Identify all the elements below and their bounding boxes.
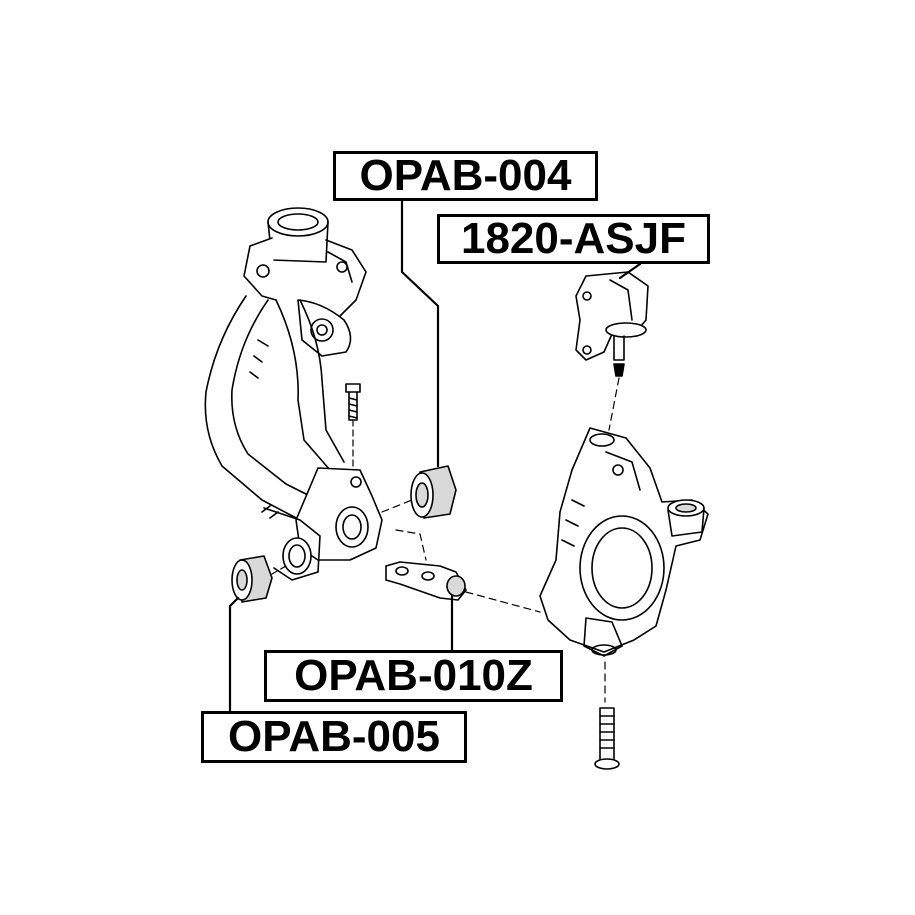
bolt-left xyxy=(345,383,361,471)
bushing-opab-004 xyxy=(381,465,457,519)
callout-opab-004: OPAB-004 xyxy=(333,151,598,201)
right-steering-knuckle xyxy=(539,427,709,657)
bushing-opab-005 xyxy=(231,555,287,603)
ball-joint-1820-asjf xyxy=(575,271,649,431)
leader-opab-004 xyxy=(400,199,440,468)
callout-opab-010z: OPAB-010Z xyxy=(264,650,563,702)
left-steering-knuckle xyxy=(204,207,383,581)
leader-opab-005 xyxy=(228,596,240,713)
bracket-opab-010z xyxy=(385,529,541,613)
callout-opab-005: OPAB-005 xyxy=(201,711,467,763)
callout-1820-asjf: 1820-ASJF xyxy=(437,214,710,264)
leader-1820-asjf xyxy=(618,262,642,280)
leader-lines xyxy=(228,199,642,713)
bolt-right xyxy=(594,661,620,770)
